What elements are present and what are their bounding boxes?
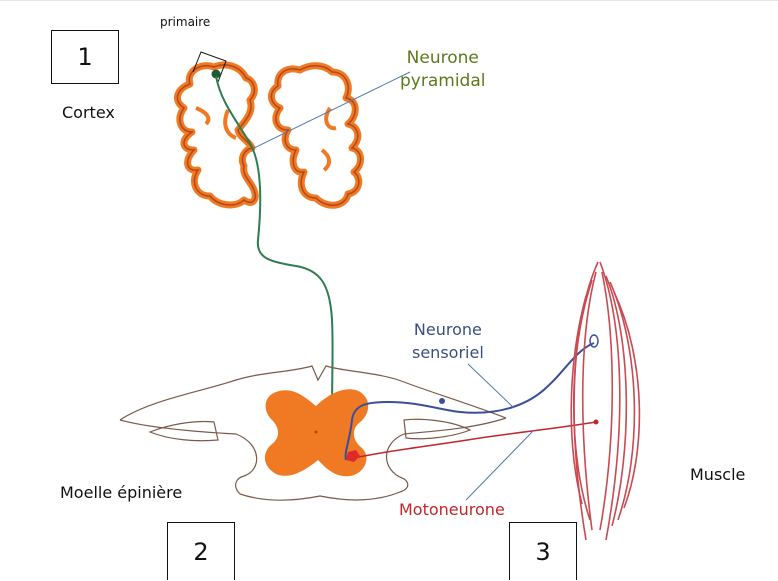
- muscle-fiber: [600, 272, 612, 530]
- muscle-label: Muscle: [690, 465, 745, 484]
- cortex-section: [177, 65, 360, 205]
- cortex-fold: [326, 108, 336, 128]
- muscle-fiber: [583, 272, 596, 530]
- cortex-fold: [196, 108, 208, 124]
- sensory-soma: [439, 398, 445, 404]
- neurone-sensoriel-line2: sensoriel: [412, 341, 484, 364]
- number-box-2-label: 2: [193, 538, 208, 566]
- moelle-epiniere-label: Moelle épinière: [60, 483, 182, 502]
- motor-end-plate: [594, 420, 599, 425]
- neurone-pyramidal-line2: pyramidal: [400, 70, 485, 93]
- sensory-pointer-line: [468, 364, 514, 408]
- cortex-right-hemisphere: [271, 66, 360, 206]
- spinal-dorsal-horn-left: [150, 421, 218, 440]
- central-canal: [315, 431, 318, 434]
- neurone-pyramidal-label: Neurone pyramidal: [400, 47, 485, 93]
- spinal-dorsal-horn-right: [404, 419, 470, 438]
- muscle: [571, 262, 639, 540]
- cortex-label: Cortex: [62, 103, 115, 122]
- motoneurone-pointer-line: [466, 430, 534, 500]
- number-box-1-label: 1: [77, 43, 92, 71]
- number-box-1: 1: [51, 30, 119, 84]
- neurone-sensoriel-label: Neurone sensoriel: [412, 318, 484, 364]
- muscle-fiber: [600, 262, 620, 540]
- motoneurone-label: Motoneurone: [399, 500, 505, 519]
- number-box-3-label: 3: [535, 538, 550, 566]
- spinal-cord: [120, 366, 506, 500]
- number-box-3: 3: [509, 522, 577, 580]
- number-box-2: 2: [167, 522, 235, 580]
- neurone-pyramidal-line1: Neurone: [400, 47, 485, 70]
- sensory-receptor: [590, 335, 598, 347]
- cortex-fold: [225, 110, 236, 138]
- cortex-fold: [322, 150, 329, 170]
- motor-axon: [354, 422, 596, 458]
- neurone-sensoriel-line1: Neurone: [412, 318, 484, 341]
- primaire-label: primaire: [160, 15, 210, 29]
